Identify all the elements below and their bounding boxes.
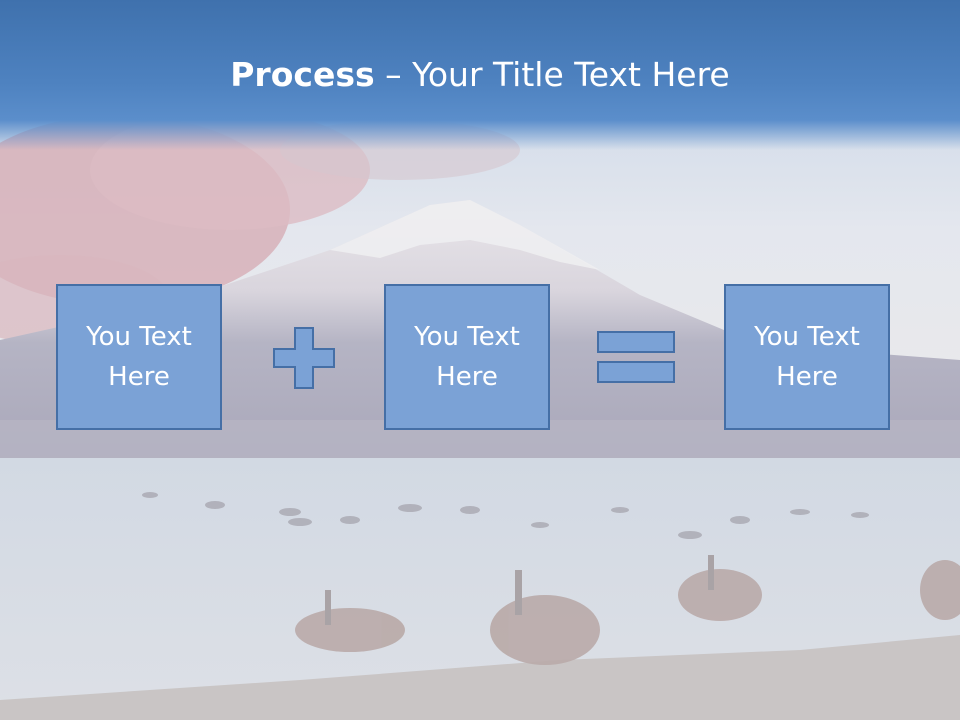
text-box-1-label: You Text Here [86,322,192,392]
equals-icon [597,331,675,383]
text-box-3-label: You Text Here [754,322,860,392]
text-box-1[interactable]: You Text Here [56,284,222,430]
plus-icon [273,327,335,389]
title-rest: – Your Title Text Here [374,55,730,94]
slide-title: Process – Your Title Text Here [0,52,960,98]
title-bold: Process [230,55,375,94]
text-box-3[interactable]: You Text Here [724,284,890,430]
text-box-2[interactable]: You Text Here [384,284,550,430]
title-bar [0,0,960,150]
text-box-2-label: You Text Here [414,322,520,392]
